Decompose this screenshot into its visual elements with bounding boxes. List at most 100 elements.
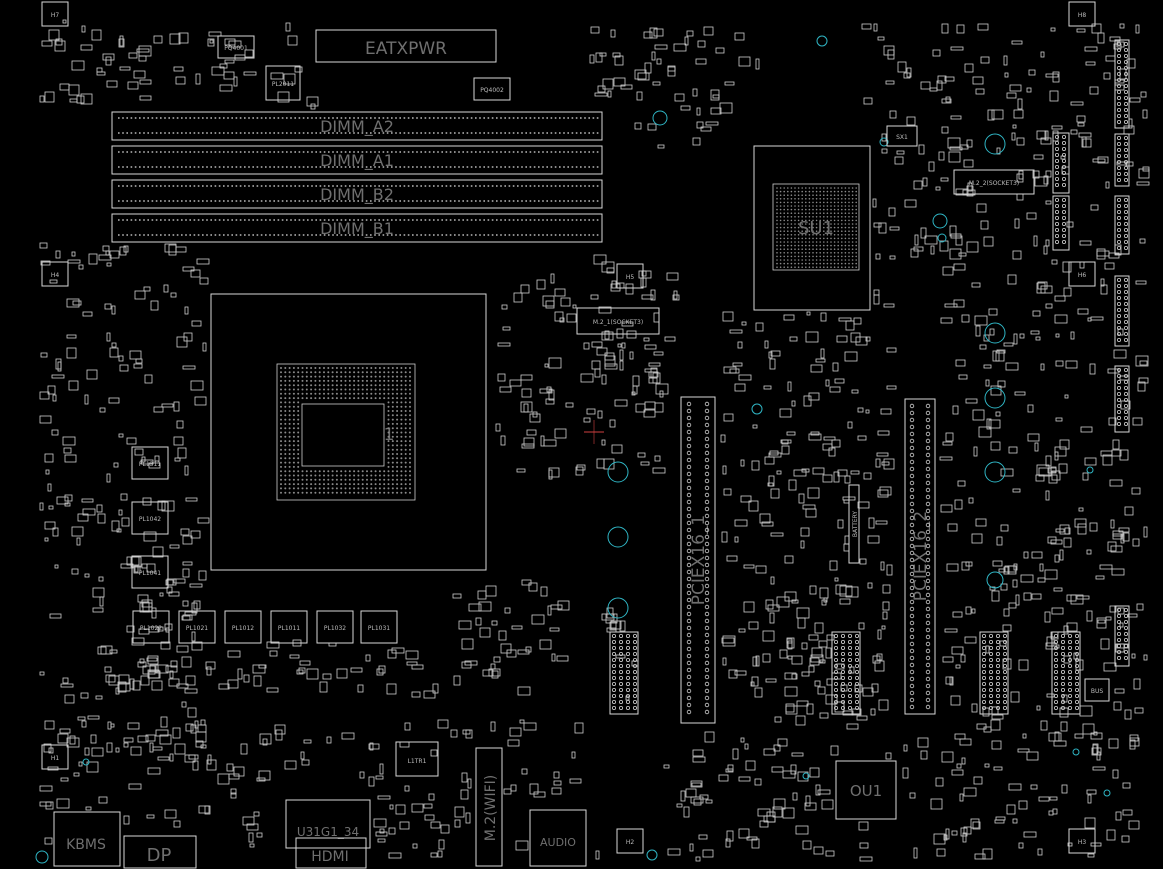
smd-component [971,608,976,614]
su1-ball [833,255,836,258]
dimm-pin [491,166,494,168]
su1-ball [801,252,803,254]
dimm-pin [580,185,582,187]
cpu-ball [409,465,411,468]
smd-component [503,788,512,795]
su1-ball [783,205,785,207]
cpu-ball [374,474,377,477]
pin [1124,72,1129,77]
pcie-pin [686,422,692,428]
su1-ball [801,212,803,214]
smd-component [820,348,825,359]
dimm-pin [315,234,317,236]
smd-component [1008,783,1022,791]
dimm-pin [231,151,233,153]
smd-component [205,661,216,670]
su1-ball [848,244,850,247]
smd-component [808,433,822,441]
smd-component [1089,86,1099,95]
su1-ball [841,208,843,211]
cpu-ball [335,379,338,382]
smd-component [685,788,697,798]
dimm-pin [433,185,435,187]
cpu-ball [280,410,282,412]
smd-component [1104,262,1115,270]
pin [1075,694,1080,699]
smd-component [127,722,140,730]
su1-ball [797,190,800,193]
smd-component [666,272,679,281]
dimm-pin [571,166,574,168]
svg-text:H1: H1 [51,755,60,762]
su1-ball [787,205,789,207]
bus-label: BUS [1091,688,1104,695]
dimm-pins [118,117,599,134]
su1-ball [823,237,825,240]
pin [834,688,839,693]
dimm-pin [563,219,565,221]
smd-component [738,776,751,782]
smd-component [369,742,374,751]
dimm-pin [252,200,254,202]
smd-component [1050,466,1057,473]
smd-component [129,678,135,690]
smd-component [590,26,600,34]
smd-component [150,300,159,311]
cpu-ball [288,427,291,430]
smd-component [69,735,76,745]
dimm-pin [277,234,280,236]
smd-component [875,253,881,260]
smd-component [614,399,628,407]
smd-component [64,494,73,502]
dimm-pin [265,151,267,153]
smd-component [1052,808,1058,815]
dimm-pin [328,151,330,153]
dimm-pin [252,132,254,134]
smd-component [148,626,160,633]
smd-component [1070,331,1075,340]
smd-component [528,582,538,592]
su1-ball [805,194,807,196]
dimm-pin [554,234,557,236]
cpu-ball [280,461,282,464]
su1-ball [823,201,825,204]
dimm-pin [265,166,267,168]
smd-component [1037,848,1043,856]
su1-ball [837,208,839,211]
dimm-pin [176,234,179,236]
smd-component [723,488,732,496]
smd-component [501,304,508,310]
smd-component [430,821,441,829]
dimm-pin [118,185,120,187]
smd-component [437,719,449,729]
cpu-ball [366,474,368,477]
cpu-ball [335,375,338,378]
pin [633,646,638,651]
su1-ball [805,262,807,265]
pin [1117,313,1122,318]
cpu-ball [404,478,407,481]
smd-component [949,225,957,237]
pin-header [1114,195,1130,255]
smd-component [795,825,809,835]
cpu-ball [344,478,347,481]
su1-ball [830,226,832,229]
pcie-pin [704,464,710,470]
smd-component [115,687,120,695]
su1-ball [815,252,818,254]
cpu-ball [374,397,377,400]
smd-component [1037,281,1048,290]
su1-ball [841,205,843,207]
pcie-pin [925,655,931,661]
pcie-pin [686,478,692,484]
smd-component [985,645,990,654]
dimm-pin [328,166,330,168]
smd-component [1082,723,1095,735]
su1-ball [794,262,796,265]
smd-component [1023,551,1029,559]
smd-component [178,32,189,44]
smd-component [105,56,112,66]
smd-component [954,499,963,510]
l1tr1-label: L1TR1 [408,758,427,765]
dimm-pin [302,132,305,134]
